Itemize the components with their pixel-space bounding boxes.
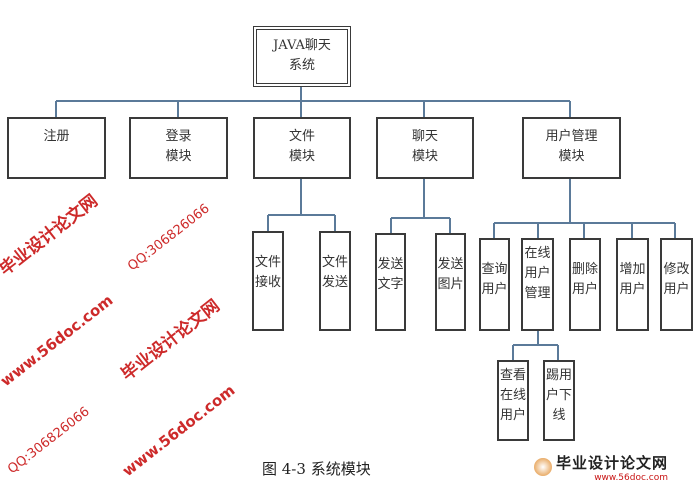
root-label: JAVA聊天系统	[273, 38, 331, 73]
node-file-send: 文件发送	[319, 231, 351, 331]
node-online-mgmt: 在线用户管理	[521, 238, 554, 331]
node-label: 聊天模块	[411, 129, 438, 164]
node-user-mgmt: 用户管理模块	[522, 117, 621, 179]
connector-online	[512, 330, 559, 360]
globe-icon	[534, 458, 552, 476]
node-send-image: 发送图片	[435, 233, 466, 331]
node-label: 删除用户	[572, 262, 599, 297]
node-kick-user: 踢用户下线	[543, 360, 575, 441]
root-node: JAVA聊天系统	[253, 26, 351, 87]
node-label: 文件模块	[288, 129, 315, 164]
node-label: 修改用户	[663, 262, 690, 297]
site-logo: 毕业设计论文网 www.56doc.com	[534, 452, 669, 483]
node-label: 文件发送	[322, 255, 349, 290]
node-label: 发送图片	[437, 257, 464, 292]
node-send-text: 发送文字	[375, 233, 406, 331]
node-file-receive: 文件接收	[252, 231, 284, 331]
node-label: 增加用户	[619, 262, 646, 297]
node-label: 查看在线用户	[500, 368, 527, 423]
connector-root	[55, 86, 571, 117]
node-file: 文件模块	[253, 117, 351, 179]
node-label: 登录模块	[165, 129, 192, 164]
logo-title: 毕业设计论文网	[556, 454, 669, 472]
node-delete-user: 删除用户	[569, 238, 601, 331]
node-chat: 聊天模块	[376, 117, 474, 179]
node-view-online: 查看在线用户	[497, 360, 529, 441]
node-register: 注册	[7, 117, 106, 179]
node-edit-user: 修改用户	[660, 238, 693, 331]
node-query-user: 查询用户	[479, 238, 510, 331]
node-label: 踢用户下线	[546, 368, 573, 423]
connector-file	[267, 178, 336, 231]
logo-url: www.56doc.com	[594, 473, 669, 483]
node-label: 在线用户管理	[524, 246, 551, 301]
node-login: 登录模块	[129, 117, 228, 179]
connector-user	[493, 178, 676, 238]
node-label: 注册	[43, 129, 70, 144]
node-label: 文件接收	[255, 255, 282, 290]
connector-chat	[390, 178, 451, 233]
figure-caption: 图 4-3 系统模块	[262, 460, 371, 478]
node-label: 发送文字	[377, 257, 404, 292]
node-add-user: 增加用户	[616, 238, 649, 331]
node-label: 用户管理模块	[545, 129, 598, 164]
node-label: 查询用户	[481, 262, 508, 297]
